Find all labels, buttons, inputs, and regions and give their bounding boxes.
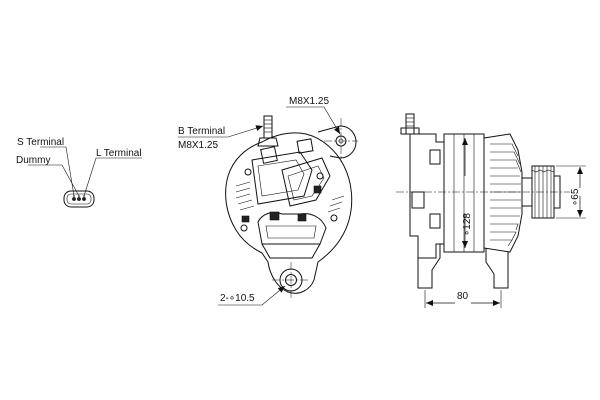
b-terminal-label: B Terminal: [178, 126, 225, 137]
alternator-front-view: [225, 115, 358, 298]
mount-length-label: 80: [457, 291, 469, 302]
connector-pin-dummy: [77, 197, 81, 201]
side-view-dimensions: ∘128 ∘65 80: [424, 138, 586, 308]
l-terminal-label: L Terminal: [96, 148, 142, 159]
front-housing: [483, 133, 523, 253]
alternator-side-view: [396, 113, 570, 289]
rear-housing: [409, 133, 445, 259]
connector-body: [63, 190, 95, 208]
connector-pin-l: [82, 197, 86, 201]
rear-mount-foot: [417, 244, 441, 289]
front-view-annotations: B Terminal M8X1.25 M8X1.25 2-∘10.5: [178, 96, 341, 306]
connector-pin-s: [72, 197, 76, 201]
front-mount-foot: [485, 248, 509, 289]
mount-holes-label: 2-∘10.5: [220, 293, 255, 304]
dummy-label: Dummy: [16, 155, 50, 166]
top-mount-ear: [317, 125, 357, 159]
b-terminal-stud: [257, 115, 279, 147]
b-terminal-thread-label: M8X1.25: [178, 140, 218, 151]
top-thread-label: M8X1.25: [289, 96, 329, 107]
body-diameter-label: ∘128: [462, 213, 473, 236]
s-terminal-label: S Terminal: [17, 137, 64, 148]
connector-detail: S Terminal Dummy L Terminal: [16, 137, 142, 208]
pulley-diameter-label: ∘65: [570, 188, 581, 206]
front-housing-outline: [225, 132, 353, 294]
